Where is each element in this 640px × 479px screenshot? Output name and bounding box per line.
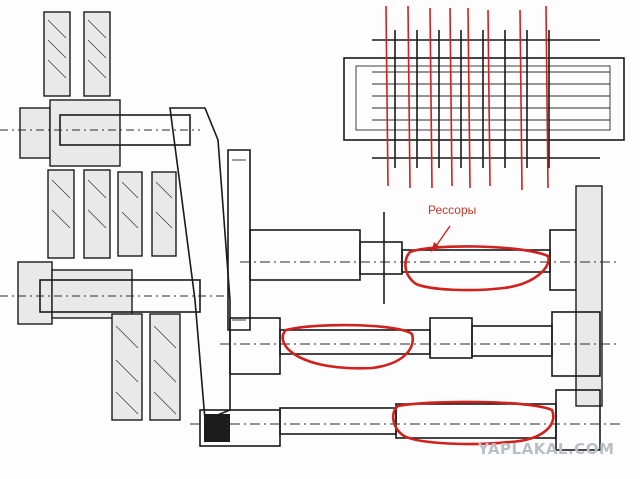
spring-outline-lower bbox=[391, 400, 555, 446]
label-leader bbox=[435, 225, 451, 247]
spring-outline-middle bbox=[281, 323, 415, 370]
left-wheel-stack bbox=[17, 11, 181, 421]
leader-arrowhead bbox=[431, 242, 440, 252]
upper-torsion-shaft bbox=[240, 185, 620, 407]
lower-torsion-shaft bbox=[190, 389, 620, 451]
spring-outline-upper bbox=[404, 245, 550, 292]
spring-highlights bbox=[281, 225, 555, 446]
site-watermark: YAPLAKAL.COM bbox=[478, 440, 615, 458]
springs-label: Рессоры bbox=[428, 203, 477, 217]
lower-axle bbox=[0, 279, 230, 313]
upper-axle bbox=[0, 114, 200, 146]
middle-torsion-shaft bbox=[220, 311, 620, 377]
inset-plan-view bbox=[343, 5, 625, 191]
